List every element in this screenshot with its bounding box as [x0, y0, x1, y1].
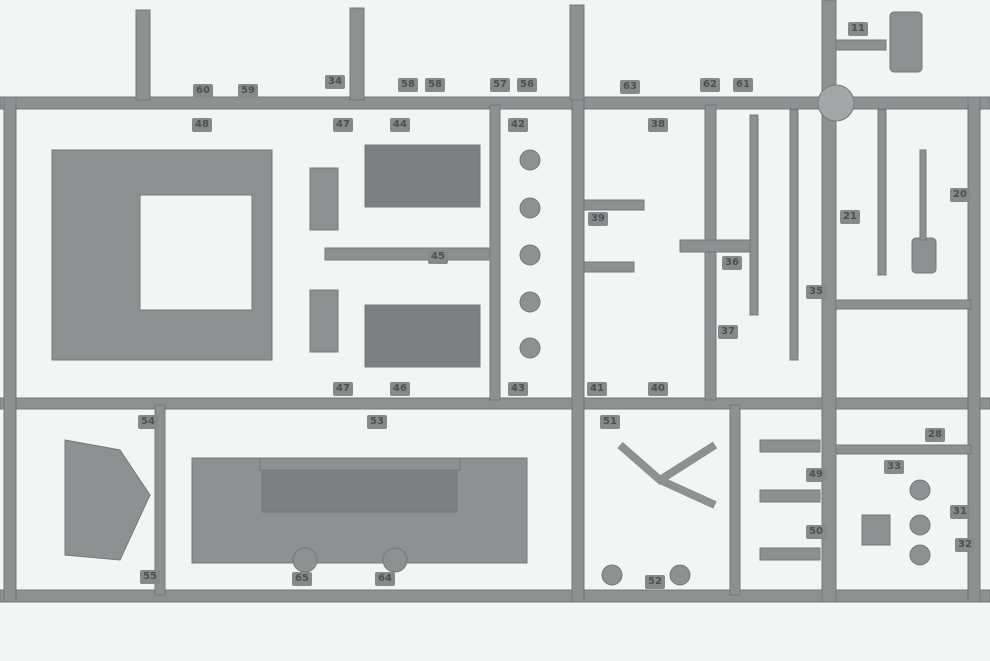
part-number-label: 61 — [733, 78, 753, 92]
part-number-label: 40 — [648, 382, 668, 396]
part-number-label: 28 — [925, 428, 945, 442]
part-number-label: 46 — [390, 382, 410, 396]
part-number-label: 42 — [508, 118, 528, 132]
part-number-label: 59 — [238, 84, 258, 98]
part-number-label: 47 — [333, 118, 353, 132]
part-46-grille — [364, 304, 481, 368]
part-number-label: 50 — [806, 525, 826, 539]
part-51-tongs — [617, 441, 718, 509]
part-number-label: 56 — [517, 78, 537, 92]
part-number-label: 41 — [587, 382, 607, 396]
part-number-label: 55 — [140, 570, 160, 584]
part-number-label: 20 — [950, 188, 970, 202]
part-number-label: 53 — [367, 415, 387, 429]
sprue-junction — [817, 84, 855, 122]
part-20-shovel — [911, 237, 937, 274]
part-number-label: 44 — [390, 118, 410, 132]
part-number-label: 54 — [138, 415, 158, 429]
part-number-label: 65 — [292, 572, 312, 586]
part-number-label: 63 — [620, 80, 640, 94]
part-number-label: 43 — [508, 382, 528, 396]
part-number-label: 45 — [428, 250, 448, 264]
part-number-label: 35 — [806, 285, 826, 299]
part-number-label: 39 — [588, 212, 608, 226]
part-number-label: 37 — [718, 325, 738, 339]
part-33-box — [861, 514, 891, 546]
part-number-label: 21 — [840, 210, 860, 224]
part-number-label: 64 — [375, 572, 395, 586]
part-number-label: 34 — [325, 75, 345, 89]
part-number-label: 52 — [645, 575, 665, 589]
part-number-label: 57 — [490, 78, 510, 92]
part-44-grille — [364, 144, 481, 208]
part-number-label: 48 — [192, 118, 212, 132]
part-number-label: 11 — [848, 22, 868, 36]
part-number-label: 33 — [884, 460, 904, 474]
sprue-rail-center — [571, 96, 585, 603]
part-number-label: 49 — [806, 468, 826, 482]
part-number-label: 36 — [722, 256, 742, 270]
part-54-arm — [64, 439, 151, 561]
part-number-label: 31 — [950, 505, 970, 519]
part-number-label: 38 — [648, 118, 668, 132]
part-number-label: 58 — [398, 78, 418, 92]
sprue-rail-bottom — [0, 589, 990, 603]
sprue-rail-right2 — [967, 96, 981, 603]
part-number-label: 32 — [955, 538, 975, 552]
part-number-label: 51 — [600, 415, 620, 429]
part-number-label: 62 — [700, 78, 720, 92]
part-11 — [889, 11, 923, 73]
part-number-label: 60 — [193, 84, 213, 98]
part-number-label: 58 — [425, 78, 445, 92]
sprue-rail-left — [3, 96, 17, 603]
part-number-label: 47 — [333, 382, 353, 396]
